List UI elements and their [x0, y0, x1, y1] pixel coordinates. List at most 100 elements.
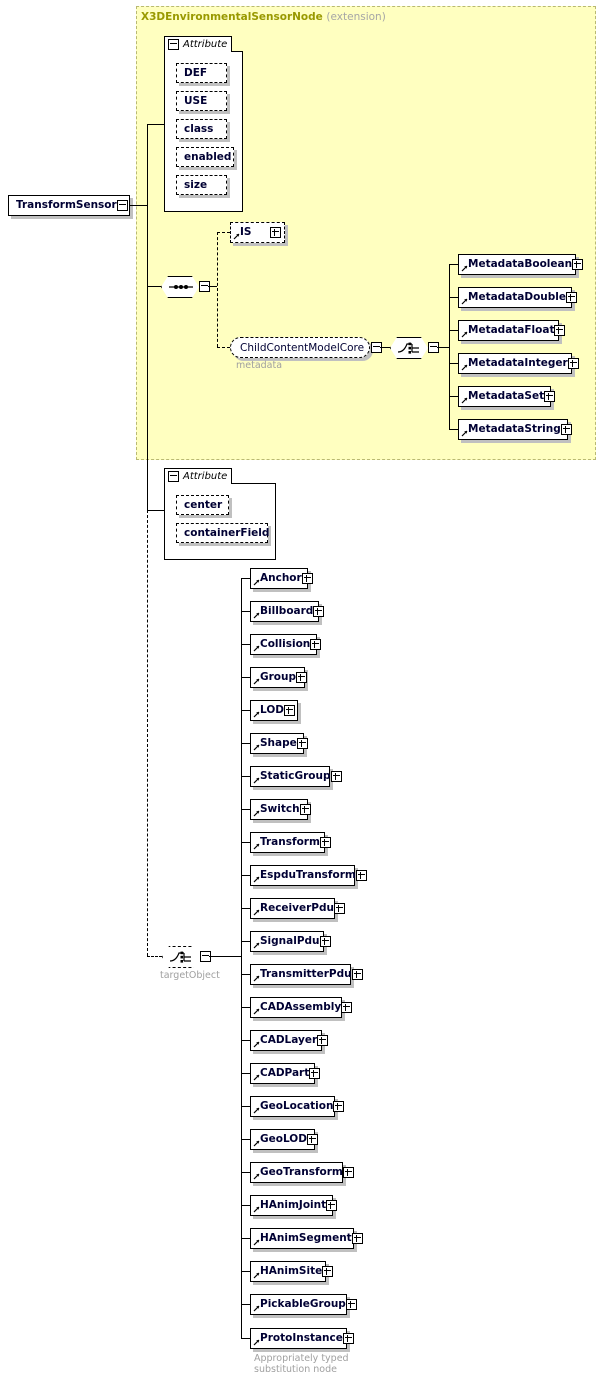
collapse-icon-attribute-inherited[interactable] — [168, 39, 179, 50]
expand-icon-receiverpdu[interactable] — [333, 903, 345, 914]
connector-to-metadatainteger — [449, 363, 458, 364]
expand-icon-espdutransform[interactable] — [355, 870, 367, 881]
attribute-size[interactable]: size — [176, 175, 227, 195]
substitution-arrow-icon — [461, 397, 468, 404]
expand-icon-hanimsite[interactable] — [322, 1266, 334, 1277]
element-label-metadataboolean: MetadataBoolean — [468, 258, 573, 270]
element-staticgroup[interactable]: StaticGroup — [250, 766, 342, 787]
expand-icon-geotransform[interactable] — [342, 1167, 354, 1178]
attribute-containerfield[interactable]: containerField — [176, 523, 269, 543]
attribute-enabled[interactable]: enabled — [176, 147, 234, 167]
element-cadassembly[interactable]: CADAssembly — [250, 997, 353, 1018]
expand-icon-lod[interactable] — [283, 705, 295, 716]
element-hanimjoint[interactable]: HAnimJoint — [250, 1195, 338, 1216]
element-label-geolod: GeoLOD — [260, 1133, 307, 1145]
element-group[interactable]: Group — [250, 667, 308, 688]
expand-icon-billboard[interactable] — [313, 606, 325, 617]
element-metadatastring[interactable]: MetadataString — [458, 419, 572, 440]
expand-icon-group[interactable] — [296, 672, 308, 683]
element-geolod[interactable]: GeoLOD — [250, 1129, 318, 1150]
expand-icon-anchor[interactable] — [301, 573, 313, 584]
expand-icon-staticgroup[interactable] — [330, 771, 342, 782]
expand-icon-signalpdu[interactable] — [319, 936, 331, 947]
choice-compositor-targetobject[interactable] — [162, 946, 200, 968]
element-lod[interactable]: LOD — [250, 700, 298, 721]
expand-icon-protoinstance[interactable] — [342, 1333, 354, 1344]
element-receiverpdu[interactable]: ReceiverPdu — [250, 898, 345, 919]
connector-groupref-to-choice — [380, 347, 390, 348]
element-transform[interactable]: Transform — [250, 832, 331, 853]
root-element-transformsensor[interactable]: TransformSensor — [8, 195, 130, 216]
expand-icon-cadpart[interactable] — [309, 1068, 321, 1079]
attribute-def[interactable]: DEF — [176, 63, 227, 83]
expand-icon-metadatastring[interactable] — [560, 424, 572, 435]
expand-icon-collision[interactable] — [310, 639, 322, 650]
attribute-group-label-own: Attribute — [183, 471, 228, 482]
substitution-arrow-icon — [461, 265, 468, 272]
attribute-label-def: DEF — [184, 67, 208, 79]
expand-icon-geolocation[interactable] — [333, 1101, 345, 1112]
connector-to-cadassembly — [241, 1007, 250, 1008]
connector-choice-out-metadata — [437, 347, 449, 348]
element-cadpart[interactable]: CADPart — [250, 1063, 321, 1084]
expand-icon-is[interactable] — [270, 227, 281, 238]
element-metadatainteger[interactable]: MetadataInteger — [458, 353, 579, 374]
group-ref-childcontentmodelcore[interactable]: ChildContentModelCore — [230, 337, 370, 358]
sequence-compositor[interactable] — [161, 276, 199, 298]
element-metadatafloat[interactable]: MetadataFloat — [458, 320, 566, 341]
attribute-group-header-inherited[interactable]: Attribute — [164, 36, 232, 52]
element-label-cadassembly: CADAssembly — [260, 1001, 342, 1013]
element-anchor[interactable]: Anchor — [250, 568, 313, 589]
expand-icon-metadataset[interactable] — [544, 391, 556, 402]
element-geolocation[interactable]: GeoLocation — [250, 1096, 345, 1117]
substitution-arrow-icon — [253, 1305, 260, 1312]
element-switch[interactable]: Switch — [250, 799, 311, 820]
element-is[interactable]: IS — [230, 222, 285, 243]
element-billboard[interactable]: Billboard — [250, 601, 325, 622]
expand-icon-geolod[interactable] — [306, 1134, 318, 1145]
expand-icon-cadassembly[interactable] — [341, 1002, 353, 1013]
element-hanimsegment[interactable]: HAnimSegment — [250, 1228, 363, 1249]
expand-icon-metadatafloat[interactable] — [554, 325, 566, 336]
expand-icon-transform[interactable] — [319, 837, 331, 848]
element-transmitterpdu[interactable]: TransmitterPdu — [250, 964, 363, 985]
element-shape[interactable]: Shape — [250, 733, 308, 754]
element-geotransform[interactable]: GeoTransform — [250, 1162, 354, 1183]
expand-icon-pickablegroup[interactable] — [345, 1299, 357, 1310]
expand-icon-metadatadouble[interactable] — [566, 292, 578, 303]
element-signalpdu[interactable]: SignalPdu — [250, 931, 331, 952]
connector-to-switch — [241, 809, 250, 810]
connector-to-metadatadouble — [449, 297, 458, 298]
element-collision[interactable]: Collision — [250, 634, 322, 655]
choice-compositor-metadata[interactable] — [390, 337, 428, 359]
element-protoinstance[interactable]: ProtoInstance — [250, 1328, 354, 1349]
connector-spine-dashed-to-targetobject — [147, 510, 148, 956]
expand-icon-transmitterpdu[interactable] — [351, 969, 363, 980]
element-pickablegroup[interactable]: PickableGroup — [250, 1294, 357, 1315]
attribute-class[interactable]: class — [176, 119, 227, 139]
expand-icon-metadataboolean[interactable] — [572, 259, 584, 270]
collapse-icon-root[interactable] — [116, 200, 128, 211]
attribute-group-header-own[interactable]: Attribute — [164, 468, 232, 484]
element-hanimsite[interactable]: HAnimSite — [250, 1261, 334, 1282]
connector-to-shape — [241, 743, 250, 744]
collapse-icon-attribute-own[interactable] — [168, 471, 179, 482]
element-label-cadlayer: CADLayer — [260, 1034, 318, 1046]
expand-icon-shape[interactable] — [296, 738, 308, 749]
element-metadataset[interactable]: MetadataSet — [458, 386, 556, 407]
connector-spine-lower — [147, 205, 148, 510]
connector-targetobject-fan-vertical — [241, 578, 242, 1338]
element-metadataboolean[interactable]: MetadataBoolean — [458, 254, 584, 275]
expand-icon-cadlayer[interactable] — [317, 1035, 329, 1046]
element-espdutransform[interactable]: EspduTransform — [250, 865, 367, 886]
substitution-arrow-icon — [253, 1074, 260, 1081]
expand-icon-metadatainteger[interactable] — [567, 358, 579, 369]
element-metadatadouble[interactable]: MetadataDouble — [458, 287, 578, 308]
attribute-center[interactable]: center — [176, 495, 229, 515]
expand-icon-hanimsegment[interactable] — [351, 1233, 363, 1244]
expand-icon-switch[interactable] — [299, 804, 311, 815]
element-cadlayer[interactable]: CADLayer — [250, 1030, 329, 1051]
expand-icon-hanimjoint[interactable] — [326, 1200, 338, 1211]
attribute-use[interactable]: USE — [176, 91, 227, 111]
connector-to-espdutransform — [241, 875, 250, 876]
